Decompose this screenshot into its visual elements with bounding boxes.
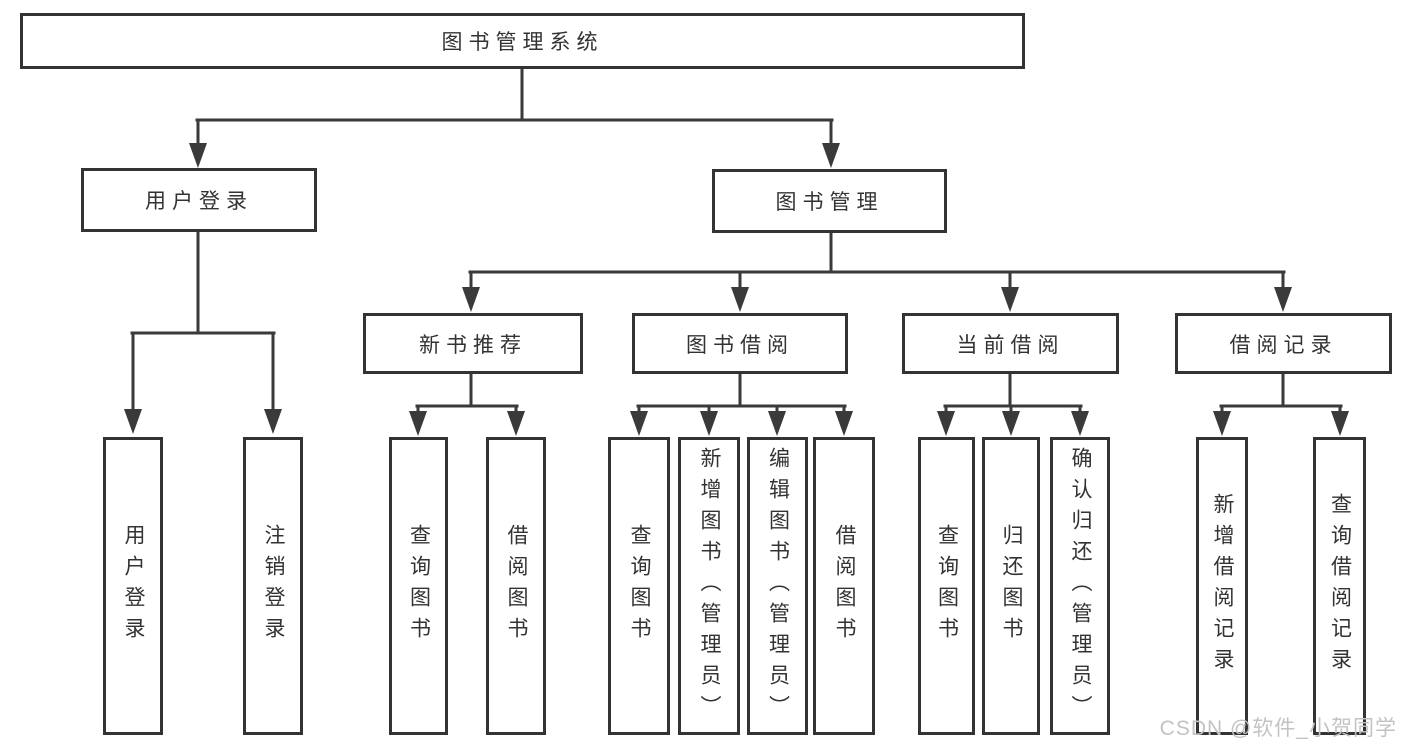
leaf-borrow-books-recommend: 借阅图书 [486, 437, 546, 735]
node-user-login: 用户登录 [81, 168, 317, 232]
leaf-confirm-return-admin: 确认归还（管理员） [1050, 437, 1110, 735]
node-book-borrowing: 图书借阅 [632, 313, 848, 374]
leaf-query-books-current: 查询图书 [918, 437, 975, 735]
leaf-query-borrow-record: 查询借阅记录 [1313, 437, 1366, 735]
leaf-add-borrow-record: 新增借阅记录 [1196, 437, 1248, 735]
leaf-query-books-borrowing: 查询图书 [608, 437, 670, 735]
watermark: CSDN @软件_小贺同学 [1159, 717, 1397, 740]
node-book-management: 图书管理 [712, 169, 947, 233]
node-library-management-system: 图书管理系统 [20, 13, 1025, 69]
leaf-add-books-admin: 新增图书（管理员） [678, 437, 740, 735]
node-borrowing-records: 借阅记录 [1175, 313, 1392, 374]
leaf-borrow-books-borrowing: 借阅图书 [813, 437, 875, 735]
leaf-user-login: 用户登录 [103, 437, 163, 735]
leaf-return-books: 归还图书 [982, 437, 1040, 735]
node-new-book-recommendation: 新书推荐 [363, 313, 583, 374]
arrow-to-book-management [822, 143, 840, 168]
leaf-query-books-recommend: 查询图书 [389, 437, 448, 735]
node-current-borrowing: 当前借阅 [902, 313, 1119, 374]
arrow-to-user-login [189, 143, 207, 168]
leaf-logout: 注销登录 [243, 437, 303, 735]
leaf-edit-books-admin: 编辑图书（管理员） [747, 437, 808, 735]
